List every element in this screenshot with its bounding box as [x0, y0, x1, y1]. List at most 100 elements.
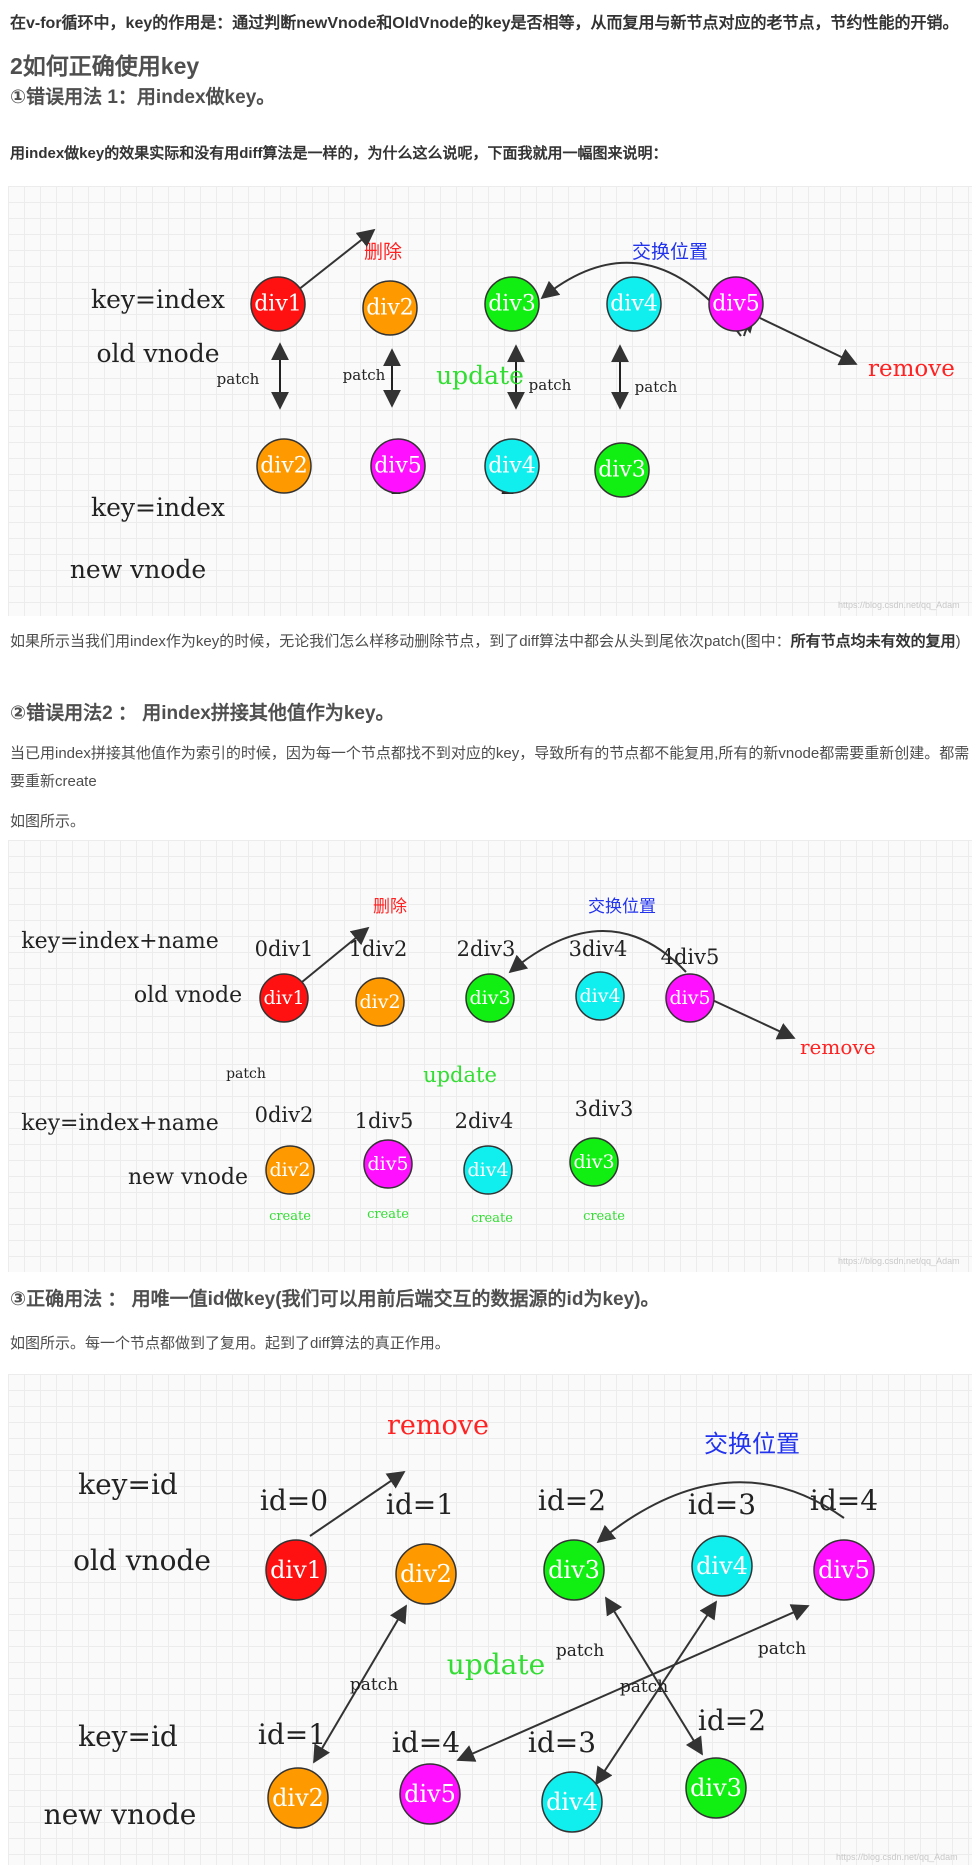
section-heading: 2如何正确使用key: [10, 53, 200, 79]
svg-text:div5: div5: [367, 1153, 408, 1175]
new-node: div2: [267, 1767, 329, 1829]
create-label: create: [583, 1209, 625, 1224]
delete-label: 删除: [364, 241, 402, 263]
figure-index-name-key: 删除 交换位置 key=index+name old vnode key=ind…: [8, 840, 972, 1272]
svg-text:div2: div2: [260, 454, 308, 479]
old-row-label: old vnode: [73, 1544, 211, 1577]
swap-label: 交换位置: [588, 897, 656, 916]
new-key-label: key=index+name: [21, 1111, 219, 1136]
figure-id-key: remove 交换位置 key=id old vnode key=id new …: [8, 1374, 972, 1865]
old-node: div5: [813, 1539, 875, 1601]
figure-index-key: 删除 交换位置 key=index old vnode key=index ne…: [8, 186, 972, 616]
old-index: id=0: [260, 1484, 328, 1517]
section1-desc: 用index做key的效果实际和没有用diff算法是一样的，为什么这么说呢，下面…: [10, 145, 668, 162]
section3-title: ③正确用法 ： 用唯一值id做key(我们可以用前后端交互的数据源的id为key…: [10, 1289, 660, 1310]
old-index: id=3: [688, 1488, 756, 1521]
update-label: update: [436, 361, 524, 390]
svg-text:div3: div3: [690, 1774, 742, 1802]
patch-label: patch: [620, 1677, 668, 1697]
svg-text:div3: div3: [548, 1556, 600, 1584]
old-index: id=4: [810, 1484, 878, 1517]
patch-label: patch: [217, 370, 260, 388]
old-node: div2: [395, 1543, 457, 1605]
old-node: div4: [606, 276, 662, 332]
section2-caption: 如图所示。: [10, 813, 86, 830]
new-index: id=2: [698, 1704, 766, 1737]
update-label: update: [447, 1648, 545, 1681]
create-label: create: [269, 1209, 311, 1224]
section1-after-text: 如果所示当我们用index作为key的时候，无论我们怎么样移动删除节点，到了di…: [10, 628, 972, 656]
intro-text: 在v-for循环中，key的作用是：通过判断newVnode和OldVnode的…: [10, 15, 959, 32]
svg-text:div2: div2: [272, 1784, 324, 1812]
old-node: div2: [362, 280, 418, 336]
svg-text:div4: div4: [696, 1552, 748, 1580]
remove-label: remove: [387, 1410, 489, 1441]
patch-label: patch: [758, 1639, 806, 1659]
svg-text:div4: div4: [546, 1788, 598, 1816]
svg-text:div5: div5: [712, 292, 760, 317]
old-row-label: old vnode: [96, 339, 219, 368]
svg-text:div3: div3: [488, 292, 536, 317]
patch-label: patch: [635, 378, 678, 396]
create-label: create: [471, 1211, 513, 1226]
svg-text:div4: div4: [579, 985, 620, 1007]
old-node: div5: [708, 276, 764, 332]
update-label: update: [423, 1063, 497, 1087]
new-node: div4: [484, 438, 540, 494]
svg-text:div2: div2: [366, 296, 414, 321]
old-node: div3: [484, 276, 540, 332]
svg-text:div1: div1: [263, 987, 304, 1009]
section2-title: ②错误用法2 ： 用index拼接其他值作为key。: [10, 703, 395, 724]
new-node: div5: [363, 1139, 413, 1189]
new-index: id=1: [258, 1718, 326, 1751]
old-index: 2div3: [457, 937, 516, 961]
svg-text:div5: div5: [669, 987, 710, 1009]
new-node: div5: [370, 438, 426, 494]
after-suffix: ): [955, 633, 961, 650]
new-index: 3div3: [575, 1097, 634, 1121]
new-key-label: key=index: [91, 493, 225, 522]
old-key-label: key=index+name: [21, 929, 219, 954]
new-index: id=3: [528, 1726, 596, 1759]
new-row-label: new vnode: [70, 555, 206, 584]
old-row-label: old vnode: [134, 983, 242, 1008]
svg-text:div5: div5: [374, 454, 422, 479]
svg-text:div2: div2: [269, 1159, 310, 1181]
new-node: div2: [256, 438, 312, 494]
svg-text:div5: div5: [404, 1780, 456, 1808]
patch-label: patch: [226, 1066, 266, 1082]
svg-text:div4: div4: [488, 454, 536, 479]
old-node: div1: [259, 973, 309, 1023]
new-node: div5: [399, 1763, 461, 1825]
swap-label: 交换位置: [704, 1431, 800, 1458]
old-node: div2: [355, 977, 405, 1027]
diagram-id-key: remove 交换位置 key=id old vnode key=id new …: [44, 1410, 958, 1862]
old-key-label: key=id: [78, 1468, 178, 1501]
svg-text:div4: div4: [610, 292, 658, 317]
watermark: https://blog.csdn.net/qq_Adam: [836, 1852, 958, 1862]
patch-label: patch: [529, 376, 572, 394]
old-node: div4: [575, 971, 625, 1021]
old-index: 0div1: [255, 937, 314, 961]
after-prefix: 如果所示当我们用index作为key的时候，无论我们怎么样移动删除节点，到了di…: [10, 633, 791, 650]
old-node: div3: [543, 1539, 605, 1601]
section1-title: ①错误用法 1：用index做key。: [10, 87, 276, 108]
new-index: 1div5: [355, 1109, 414, 1133]
remove-label: remove: [868, 356, 955, 382]
old-index: 3div4: [569, 937, 628, 961]
swap-label: 交换位置: [632, 241, 708, 263]
svg-text:div5: div5: [818, 1556, 870, 1584]
new-index: id=4: [392, 1726, 460, 1759]
new-node: div4: [541, 1771, 603, 1833]
old-index: id=2: [538, 1484, 606, 1517]
delete-label: 删除: [373, 897, 407, 916]
old-index: id=1: [386, 1488, 454, 1521]
svg-text:div1: div1: [270, 1556, 322, 1584]
old-key-label: key=index: [91, 285, 225, 314]
patch-label: patch: [350, 1675, 398, 1695]
after-bold: 所有节点均未有效的复用: [790, 633, 956, 650]
old-node: div5: [665, 973, 715, 1023]
old-index: 1div2: [349, 937, 408, 961]
new-node: div3: [685, 1757, 747, 1819]
patch-label: patch: [556, 1641, 604, 1661]
